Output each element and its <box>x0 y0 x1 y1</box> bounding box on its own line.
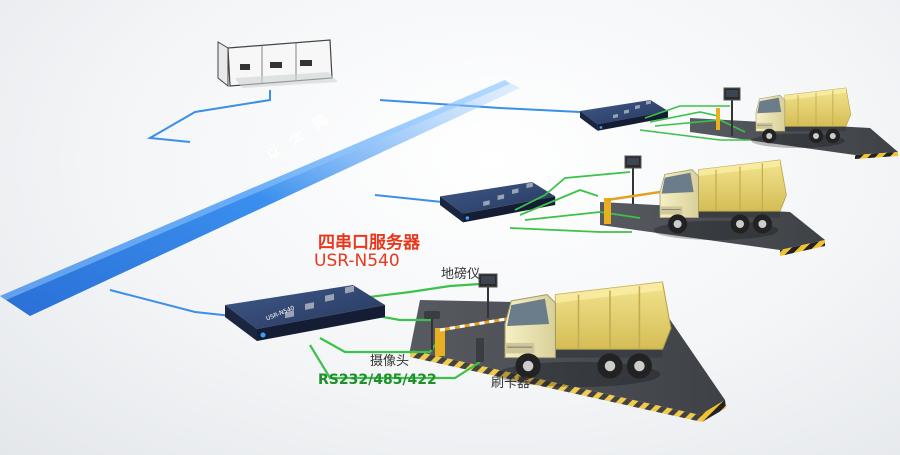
camera-icon <box>424 311 440 350</box>
serial-line-far-2 <box>649 111 719 123</box>
truck-far <box>750 87 852 149</box>
weighbridge-display-icon <box>478 273 498 318</box>
weighing-station-middle <box>374 155 825 256</box>
serial-line-middle-2 <box>519 189 599 216</box>
weighing-station-near <box>225 273 726 422</box>
serial-line-weighbridge <box>344 282 481 302</box>
barrier-gate-icon <box>435 316 513 356</box>
device-name-label: 四串口服务器 <box>318 233 420 253</box>
serial-server-icon <box>225 285 385 341</box>
serial-interfaces-label: RS232/485/422 <box>318 372 437 388</box>
serial-line-middle-3 <box>524 211 641 221</box>
barrier-gate-far <box>716 108 720 130</box>
truck-middle <box>652 159 788 241</box>
ethernet-line-trunk <box>379 99 501 109</box>
serial-line-card-reader <box>309 344 481 380</box>
card-reader-icon <box>474 332 486 362</box>
serial-line-middle-4 <box>509 227 632 233</box>
hazard-stripe-far <box>855 152 898 159</box>
camera-label: 摄像头 <box>370 354 410 369</box>
hazard-stripe-middle <box>780 240 825 256</box>
serial-line-far-1 <box>644 105 730 119</box>
ethernet-backbone <box>0 80 520 316</box>
device-model-label: USR-N540 <box>314 251 400 271</box>
ethernet-line-middle <box>374 194 443 203</box>
serial-line-far-4 <box>639 129 750 141</box>
weighing-station-far <box>499 87 898 159</box>
hazard-stripe-near-right <box>700 400 726 422</box>
weighbridge-display-label: 地磅仪 <box>441 267 481 282</box>
ethernet-line-far <box>499 107 581 113</box>
monitoring-room-icon <box>217 39 338 88</box>
barrier-gate-middle <box>604 198 611 224</box>
serial-line-middle-1 <box>514 171 631 211</box>
ethernet-line-near <box>109 289 233 317</box>
card-reader-label: 刷卡器 <box>491 376 531 391</box>
serial-server-middle <box>440 182 556 223</box>
barrier-arm-middle <box>606 190 661 202</box>
ethernet-line-monitor <box>146 90 271 143</box>
